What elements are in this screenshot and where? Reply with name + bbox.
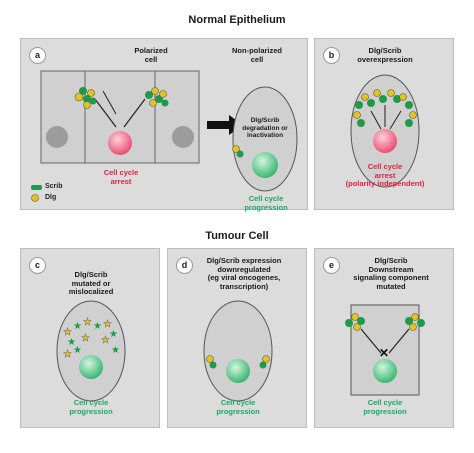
- panel-b: b Dlg/Scrib overexpression Cell cycle ar…: [314, 38, 454, 210]
- scrib-remnant: [259, 361, 267, 369]
- signal-line: [370, 110, 382, 130]
- polarized-cell-label: Polarized cell: [134, 46, 168, 64]
- panel-b-illustration: [350, 74, 420, 188]
- dlg-remnant: [206, 355, 214, 363]
- svg-text:★: ★: [109, 329, 118, 340]
- cell-cycle-progression-label: Cell cycle progression: [69, 398, 113, 416]
- svg-text:★: ★: [73, 321, 82, 332]
- panel-d-illustration: [203, 300, 273, 402]
- left-neighbor-cell: [40, 70, 86, 164]
- svg-text:★: ★: [81, 333, 90, 344]
- mislocalized-star-icons: ★ ★ ★ ★ ★ ★ ★ ★ ★ ★ ★ ★: [63, 317, 120, 360]
- non-polarized-cell: [232, 86, 298, 192]
- green-nucleus: [373, 359, 397, 383]
- downstream-mutated-label: Dlg/Scrib Downstream signaling component…: [353, 256, 429, 291]
- scrib-legend-icon: [31, 185, 42, 190]
- mutated-cell: [56, 300, 126, 402]
- svg-text:★: ★: [101, 335, 110, 346]
- right-neighbor-cell: [154, 70, 200, 164]
- blocked-signal-icon: ✕: [379, 346, 389, 360]
- panel-e-illustration: ✕: [345, 304, 425, 396]
- panel-d-badge: d: [176, 257, 193, 274]
- degradation-label: Dlg/Scrib degradation or inactivation: [242, 117, 288, 139]
- dlg-legend-icon: [31, 194, 39, 202]
- red-nucleus: [108, 131, 132, 155]
- signal-line: [94, 98, 117, 128]
- signal-line: [388, 328, 410, 354]
- scrib-remnant: [209, 361, 217, 369]
- svg-text:★: ★: [103, 319, 112, 330]
- junction-cluster-left: [74, 87, 97, 109]
- cell-cycle-progression-label: Cell cycle progression: [363, 398, 407, 416]
- dlg-remnant: [232, 145, 240, 153]
- dlg-remnant: [262, 355, 270, 363]
- polarity-independent-arrest-label: Cell cycle arrest (polarity independent): [345, 162, 425, 188]
- junction-cluster-right: [405, 313, 425, 331]
- normal-epithelium-title: Normal Epithelium: [188, 14, 286, 26]
- tumour-cell-title: Tumour Cell: [205, 230, 269, 242]
- signal-line: [360, 328, 382, 354]
- panel-e: e Dlg/Scrib Downstream signaling compone…: [314, 248, 454, 428]
- neighbor-nucleus-left: [46, 126, 68, 148]
- panel-e-badge: e: [323, 257, 340, 274]
- cell-cycle-arrest-label: Cell cycle arrest: [103, 168, 139, 186]
- cell-cycle-progression-label: Cell cycle progression: [244, 194, 288, 212]
- green-nucleus: [252, 152, 278, 178]
- svg-text:★: ★: [67, 337, 76, 348]
- panel-b-badge: b: [323, 47, 340, 64]
- signal-line: [389, 110, 402, 130]
- svg-text:★: ★: [83, 317, 92, 328]
- svg-text:★: ★: [111, 345, 120, 356]
- panel-a-illustration: [31, 70, 298, 202]
- panel-a: a Polarized cell Non-polarized cell: [20, 38, 308, 212]
- panel-a-badge: a: [29, 47, 46, 64]
- green-nucleus: [79, 355, 103, 379]
- scrib-legend-label: Scrib: [45, 183, 63, 190]
- downregulated-label: Dlg/Scrib expression downregulated (eg v…: [206, 256, 282, 291]
- junction-cluster-left: [345, 313, 365, 331]
- neighbor-nucleus-right: [172, 126, 194, 148]
- svg-text:★: ★: [63, 349, 72, 360]
- scrib-remnant: [236, 150, 244, 158]
- red-nucleus: [373, 129, 397, 153]
- overexpressed-protein-cluster: [353, 89, 417, 127]
- svg-text:★: ★: [93, 321, 102, 332]
- panel-d: d Dlg/Scrib expression downregulated (eg…: [167, 248, 307, 428]
- junction-cluster-right: [145, 87, 169, 107]
- svg-text:★: ★: [63, 327, 72, 338]
- overexpression-label: Dlg/Scrib overexpression: [357, 46, 413, 64]
- panel-c: c Dlg/Scrib mutated or mislocalized ★ ★ …: [20, 248, 160, 428]
- svg-text:★: ★: [73, 345, 82, 356]
- dlg-legend-label: Dlg: [45, 194, 57, 201]
- green-nucleus: [226, 359, 250, 383]
- non-polarized-cell-label: Non-polarized cell: [232, 46, 282, 64]
- cell-cycle-progression-label: Cell cycle progression: [216, 398, 260, 416]
- panel-c-illustration: ★ ★ ★ ★ ★ ★ ★ ★ ★ ★ ★ ★: [56, 300, 126, 402]
- signal-line: [123, 98, 146, 128]
- signal-line: [102, 90, 117, 115]
- downregulated-cell: [203, 300, 273, 402]
- panel-c-badge: c: [29, 257, 46, 274]
- mutated-label: Dlg/Scrib mutated or mislocalized: [68, 270, 114, 296]
